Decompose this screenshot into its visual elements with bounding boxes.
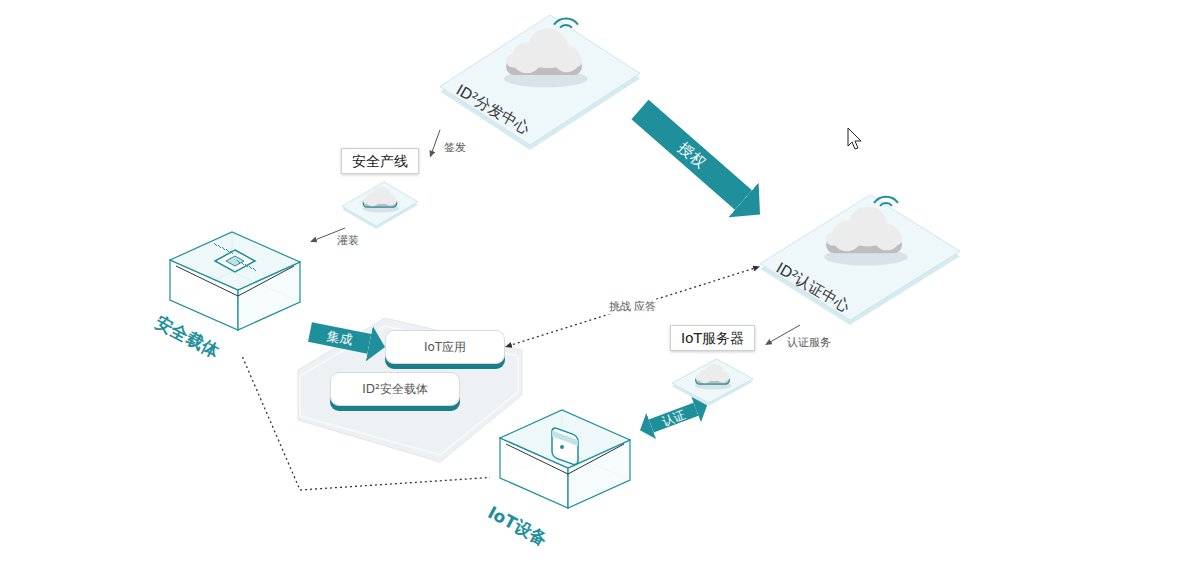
chip-pin xyxy=(214,243,217,246)
device-icon xyxy=(552,427,578,466)
platform-top xyxy=(672,359,753,403)
device-icon-band xyxy=(552,431,578,446)
chip-pin xyxy=(245,264,248,267)
distribution-center: ID²分发中心 xyxy=(440,15,640,150)
module-backdrop-inner xyxy=(300,326,518,455)
chip-pin xyxy=(222,247,225,250)
device-icon-dot xyxy=(560,445,564,449)
flow-arrow xyxy=(310,332,369,344)
arrow-label: 认证 xyxy=(660,407,688,429)
tag-label: 安全产线 xyxy=(341,148,419,174)
secure-carrier-slab: ID²安全载体 xyxy=(330,372,460,406)
connector-line xyxy=(771,325,800,342)
box-top-face xyxy=(170,232,300,290)
object-label: 安全载体 xyxy=(152,312,222,362)
cloud-icon xyxy=(824,207,908,266)
signal-icon xyxy=(554,19,578,28)
signal-icon xyxy=(874,197,898,206)
signal-arc xyxy=(560,25,572,28)
cloud-top xyxy=(363,198,397,204)
cloud-icon xyxy=(504,28,588,87)
production-line: 安全产线 xyxy=(330,148,430,228)
flow-arrow xyxy=(640,110,743,201)
signal-arc xyxy=(874,197,898,203)
edge-label: 挑战 应答 xyxy=(607,299,659,314)
platform-top xyxy=(760,195,960,320)
node-shape xyxy=(760,195,960,325)
iot-device-box: IoT设备 xyxy=(490,410,640,545)
tag-label: IoT服务器 xyxy=(670,325,755,351)
edge-label: 灌装 xyxy=(335,233,361,248)
chip-pin xyxy=(253,268,256,271)
signal-arc xyxy=(880,203,892,206)
chip-pin xyxy=(230,251,233,254)
signal-arc xyxy=(554,19,578,25)
edge-label: 签发 xyxy=(442,140,468,155)
cloud-icon xyxy=(362,186,399,212)
chip-pin xyxy=(226,249,229,252)
object-label: IoT设备 xyxy=(484,502,550,550)
node-shape xyxy=(440,15,640,150)
secure-carrier-box: 安全载体 xyxy=(160,232,310,357)
cloud-top xyxy=(826,232,902,245)
mouse-cursor xyxy=(848,128,861,149)
box-top-face xyxy=(500,410,630,468)
cloud-top xyxy=(696,375,730,381)
slab-label: IoT应用 xyxy=(414,339,476,356)
chip-pin xyxy=(218,245,221,248)
chip-icon xyxy=(215,250,255,272)
dotted-connector xyxy=(243,357,491,490)
slab-label: ID²安全载体 xyxy=(352,381,438,398)
edge-label: 认证服务 xyxy=(785,335,833,350)
platform-top xyxy=(342,182,418,226)
iot-server: IoT服务器 xyxy=(660,325,765,405)
platform-top xyxy=(440,15,640,145)
arrow-label: 集成 xyxy=(325,328,354,348)
cloud-top xyxy=(506,54,582,67)
chip-pin xyxy=(237,260,240,263)
auth-center: ID²认证中心 xyxy=(760,195,960,325)
connector-line xyxy=(432,130,440,151)
chip-pin xyxy=(249,266,252,269)
iot-app-slab: IoT应用 xyxy=(385,330,505,364)
arrow-label: 授权 xyxy=(675,138,709,171)
cloud-icon xyxy=(695,363,732,389)
module-backdrop xyxy=(298,318,522,462)
connector-line xyxy=(316,228,345,239)
chip-pin xyxy=(241,262,244,265)
flow-arrow xyxy=(651,409,696,426)
chip-core xyxy=(226,256,244,266)
